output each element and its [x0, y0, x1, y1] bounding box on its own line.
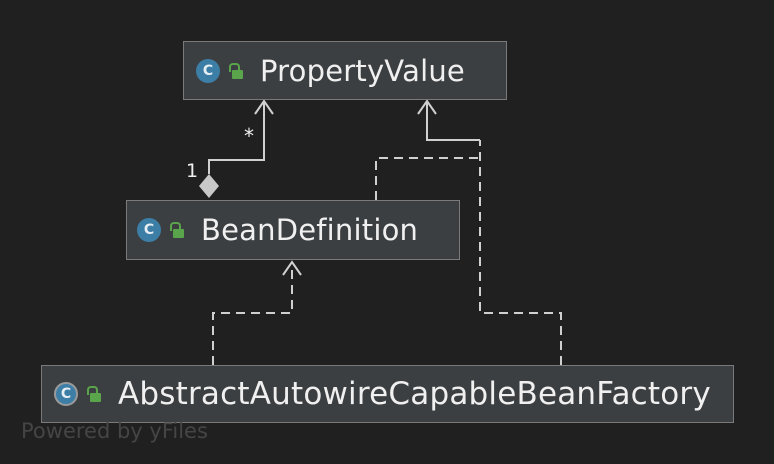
- yfiles-watermark: Powered by yFiles: [21, 419, 208, 443]
- bean-definition-to-property-value-edge: [375, 157, 480, 200]
- class-node-property-value[interactable]: C PropertyValue: [183, 41, 507, 100]
- factory-to-property-value-edge: [479, 140, 562, 365]
- class-node-bean-definition[interactable]: C BeanDefinition: [126, 200, 460, 260]
- composition-arrowhead: [254, 99, 274, 115]
- property-value-arrow-trunk: [426, 101, 480, 141]
- class-name-label: BeanDefinition: [201, 213, 419, 247]
- public-lock-icon: [229, 62, 243, 79]
- multiplicity-many-label: *: [244, 124, 254, 148]
- composition-edge: [208, 101, 265, 174]
- class-name-label: PropertyValue: [260, 53, 465, 88]
- multiplicity-one-label: 1: [186, 160, 199, 182]
- class-name-label: AbstractAutowireCapableBeanFactory: [118, 376, 711, 412]
- factory-to-bean-definition-edge: [212, 262, 293, 365]
- class-icon: C: [196, 58, 220, 83]
- class-icon: C: [137, 218, 161, 242]
- composition-diamond: [199, 174, 219, 198]
- class-node-abstract-autowire-capable-bean-factory[interactable]: C AbstractAutowireCapableBeanFactory: [41, 365, 734, 423]
- public-lock-icon: [87, 386, 101, 402]
- property-value-arrowhead: [417, 99, 437, 115]
- public-lock-icon: [170, 222, 184, 238]
- abstract-class-icon: C: [54, 382, 78, 406]
- bean-definition-arrowhead: [282, 260, 302, 276]
